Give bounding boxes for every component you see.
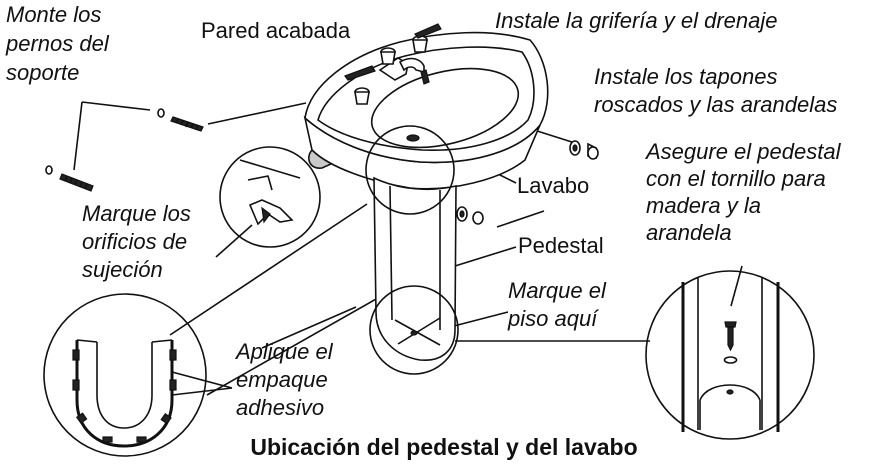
label-instale-tapones-line-2: roscados y las arandelas — [594, 92, 837, 117]
label-instale-tapones: Instale los tapones roscados y las arand… — [594, 64, 837, 117]
label-lavabo: Lavabo — [517, 173, 589, 198]
label-marque-orificios-line-3: sujeción — [82, 257, 163, 282]
label-pared-acabada: Pared acabada — [201, 18, 351, 43]
label-asegure-pedestal-line-3: madera y la — [646, 193, 761, 218]
label-marque-orificios-line-2: orificios de — [82, 229, 187, 254]
label-aplique-empaque-line-3: adhesivo — [236, 395, 324, 420]
label-aplique-empaque-line-2: empaque — [236, 367, 328, 392]
label-monte-pernos: Monte los pernos del soporte — [5, 2, 110, 85]
lavatory-sink — [303, 23, 599, 225]
label-marque-piso-line-1: Marque el — [508, 278, 607, 303]
label-asegure-pedestal-line-4: arandela — [646, 220, 732, 245]
detail-mark-holes — [219, 146, 321, 248]
label-monte-pernos-line-2: pernos del — [5, 31, 110, 56]
label-asegure-pedestal-line-1: Asegure el pedestal — [644, 139, 842, 164]
detail-screw-anchor — [645, 270, 815, 440]
mounting-bolts — [45, 108, 204, 192]
label-monte-pernos-line-1: Monte los — [6, 2, 101, 27]
label-monte-pernos-line-3: soporte — [6, 60, 79, 85]
label-marque-piso: Marque el piso aquí — [507, 278, 607, 331]
label-instale-tapones-line-1: Instale los tapones — [594, 64, 777, 89]
threaded-caps — [456, 140, 599, 225]
wood-screw-icon — [723, 321, 738, 364]
callout-circle-lower — [369, 285, 459, 375]
callout-circle-upper — [365, 125, 455, 215]
basin-bowl — [370, 67, 520, 149]
caption-title: Ubicación del pedestal y del lavabo — [250, 434, 637, 460]
detail-adhesive-gasket — [43, 293, 233, 457]
label-aplique-empaque: Aplique el empaque adhesivo — [234, 339, 334, 420]
label-pedestal: Pedestal — [518, 233, 604, 258]
faucet — [344, 23, 442, 105]
label-marque-orificios: Marque los orificios de sujeción — [82, 201, 191, 282]
label-asegure-pedestal: Asegure el pedestal con el tornillo para… — [644, 139, 842, 245]
pedestal — [365, 125, 459, 375]
upper-bolt — [157, 108, 204, 132]
label-marque-piso-line-2: piso aquí — [507, 306, 599, 331]
lower-bolt — [45, 165, 94, 192]
label-instale-griferia: Instale la grifería y el drenaje — [495, 8, 778, 33]
label-asegure-pedestal-line-2: con el tornillo para — [646, 166, 826, 191]
drain-opening — [406, 134, 420, 142]
label-marque-orificios-line-1: Marque los — [82, 201, 191, 226]
